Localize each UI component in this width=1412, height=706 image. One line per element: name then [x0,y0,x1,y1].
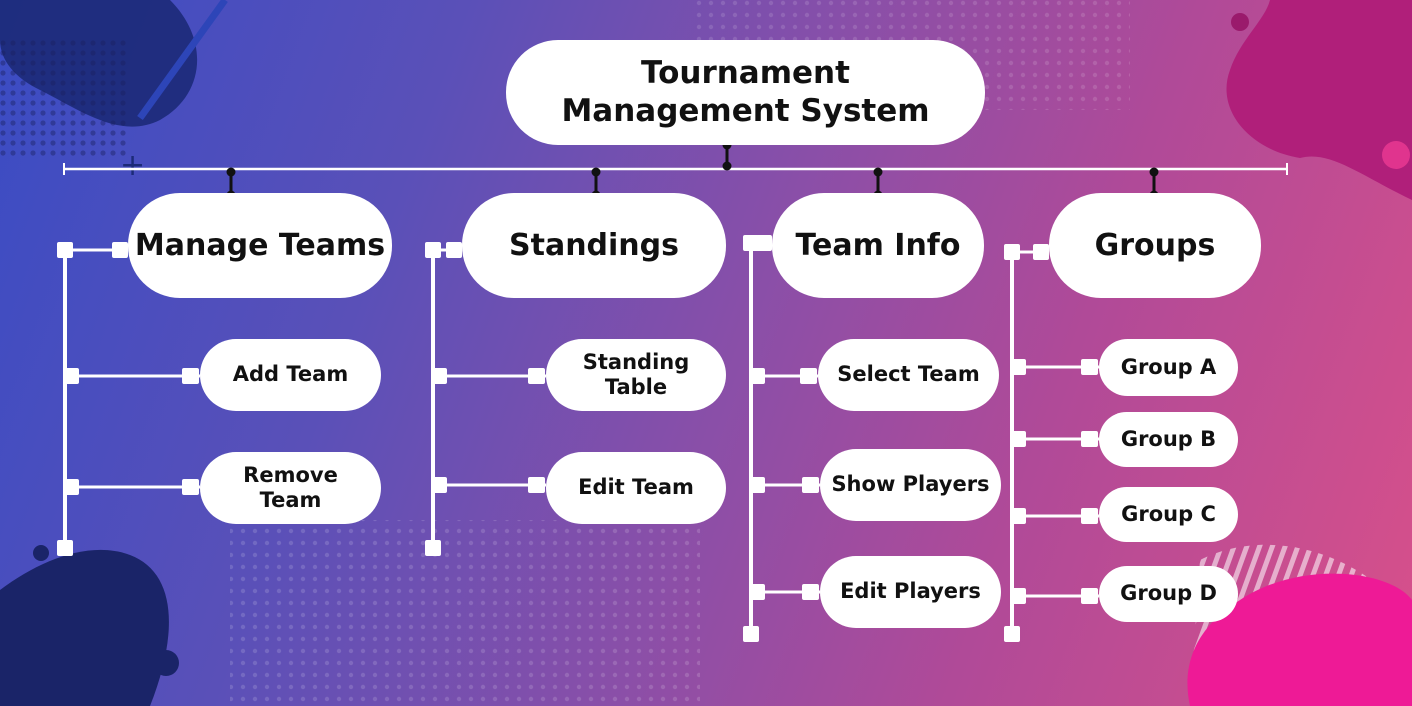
branch-handle [802,584,819,600]
category-joint-dot [1149,167,1159,177]
item-node-remove-team: Remove Team [200,452,381,524]
item-node-group-c: Group C [1099,487,1238,542]
branch-handle [112,242,128,258]
item-node-add-team: Add Team [200,339,381,411]
branch-handle [750,584,765,600]
category-node-groups: Groups [1049,193,1261,298]
item-node-edit-players: Edit Players [820,556,1001,628]
root-joint-dot [722,161,732,171]
branch-handle [64,479,79,495]
category-joint-dot [873,167,883,177]
branch-handle [528,477,545,493]
branch-handle [1011,508,1026,524]
category-node-manage-teams: Manage Teams [128,193,392,298]
category-joint-dot [591,167,601,177]
branch-handle [1011,359,1026,375]
branch-handle [528,368,545,384]
branch-handle [182,479,199,495]
branch-handle [1081,588,1098,604]
root-node: Tournament Management System [506,40,985,145]
svg-text:+: + [120,148,145,183]
branch-handle [1081,431,1098,447]
category-node-standings: Standings [462,193,726,298]
item-node-group-a: Group A [1099,339,1238,396]
item-node-select-team: Select Team [818,339,999,411]
branch-handle [750,477,765,493]
branch-handle [446,242,462,258]
item-node-standing-table: Standing Table [546,339,726,411]
branch-handle [800,368,817,384]
branch-handle [1011,588,1026,604]
branch-handle [802,477,819,493]
category-joint-dot [226,167,236,177]
branch-handle [432,368,447,384]
category-node-team-info: Team Info [772,193,984,298]
item-node-show-players: Show Players [820,449,1001,521]
branch-handle [425,540,441,556]
branch-handle [1033,244,1049,260]
branch-handle [1004,626,1020,642]
branch-handle [743,626,759,642]
item-node-group-d: Group D [1099,566,1238,622]
branch-handle [756,235,772,251]
branch-handle [182,368,199,384]
branch-handle [57,540,73,556]
branch-handle [432,477,447,493]
branch-handle [1011,431,1026,447]
branch-handle [1081,359,1098,375]
branch-handle [1081,508,1098,524]
item-node-group-b: Group B [1099,412,1238,467]
item-node-edit-team: Edit Team [546,452,726,524]
branch-handle [750,368,765,384]
branch-handle [64,368,79,384]
